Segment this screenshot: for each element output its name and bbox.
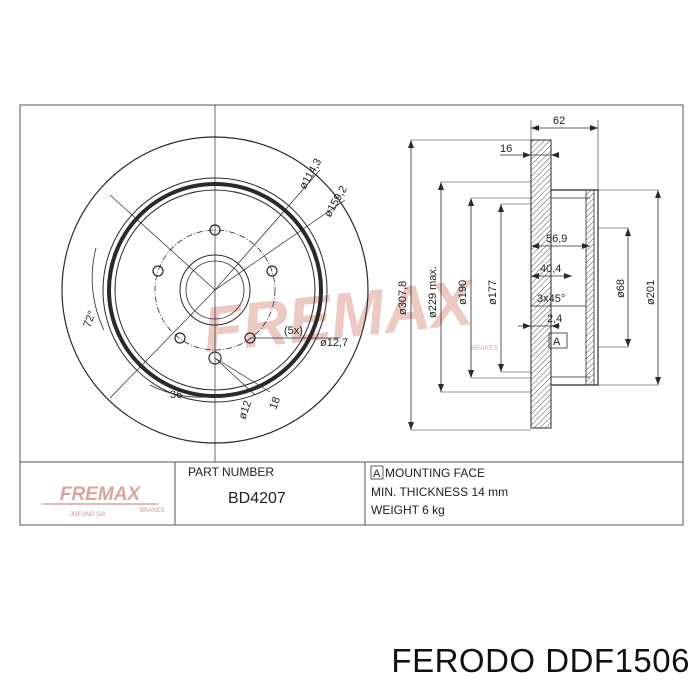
leader-pcd xyxy=(214,169,321,291)
dim-68: ø68 xyxy=(615,279,627,298)
arrow-head xyxy=(408,125,661,430)
watermark-sub: BRAKES xyxy=(470,345,499,352)
mounting-face-label: MOUNTING FACE xyxy=(385,466,485,480)
part-number-label: PART NUMBER xyxy=(188,465,274,479)
angle-arc-36 xyxy=(149,384,206,398)
dim-angle-72: 72° xyxy=(82,309,99,329)
friction-plate-hatch xyxy=(530,139,552,429)
dim-62: 62 xyxy=(553,115,565,127)
hat-section xyxy=(551,189,599,386)
dim-angle-36: 36° xyxy=(170,389,187,401)
dim-40: 40,4 xyxy=(540,263,561,275)
dim-hub: ø159,2 xyxy=(322,184,350,220)
logo-company: JOFUND S/A xyxy=(70,512,106,518)
dim-d18: 18 xyxy=(268,395,283,411)
dim-bolt-hole: ø12,7 xyxy=(320,337,348,349)
bolt-hole xyxy=(152,265,164,277)
mounting-face-marker: A xyxy=(553,336,561,348)
watermark: FREMAX BRAKES xyxy=(200,266,499,366)
centerline-ray xyxy=(109,289,216,399)
side-view xyxy=(408,120,661,431)
mounting-marker-letter: A xyxy=(373,468,381,480)
dim-16: 16 xyxy=(500,143,512,155)
dim-d12: ø12 xyxy=(237,399,255,421)
dim-229: ø229 max. xyxy=(427,266,439,318)
leader-hub xyxy=(214,199,346,291)
dim-190: ø190 xyxy=(457,280,469,305)
bolt-hole xyxy=(174,332,186,344)
front-view xyxy=(61,105,369,462)
side-view-labels: 62 16 ø307,8 ø229 max. ø190 ø177 56,9 40… xyxy=(397,115,657,348)
title-block: FREMAX BRAKES JOFUND S/A PART NUMBER BD4… xyxy=(42,465,508,518)
leader-bottom-hole xyxy=(214,357,256,396)
centerline-ray xyxy=(109,194,216,291)
mounting-marker-box xyxy=(370,465,384,480)
part-number: BD4207 xyxy=(228,490,286,507)
dim-pcd: ø114,3 xyxy=(297,157,324,192)
hat-wall-hatch xyxy=(585,189,595,386)
mounting-face-marker-box xyxy=(548,332,568,349)
weight: WEIGHT 6 kg xyxy=(371,503,445,517)
dim-chamfer: 3x45° xyxy=(537,293,565,305)
logo-sub: BRAKES xyxy=(140,508,164,514)
dim-56: 56,9 xyxy=(546,233,567,245)
disc-pcd-circle xyxy=(154,229,276,351)
angle-arc-72 xyxy=(91,247,105,331)
min-thickness: MIN. THICKNESS 14 mm xyxy=(371,485,508,499)
footer-part-label: FERODO DDF1506 xyxy=(391,642,690,679)
dim-307: ø307,8 xyxy=(397,281,409,315)
bolt-hole xyxy=(266,265,278,277)
leader-bottom-hole-2 xyxy=(214,357,271,393)
drawing-frame xyxy=(19,104,684,526)
dim-177: ø177 xyxy=(487,280,499,305)
dim-201: ø201 xyxy=(645,280,657,305)
dim-24: 2,4 xyxy=(547,313,562,325)
dim-bolt-count: (5x) xyxy=(284,325,303,337)
logo-text: FREMAX xyxy=(60,484,142,505)
